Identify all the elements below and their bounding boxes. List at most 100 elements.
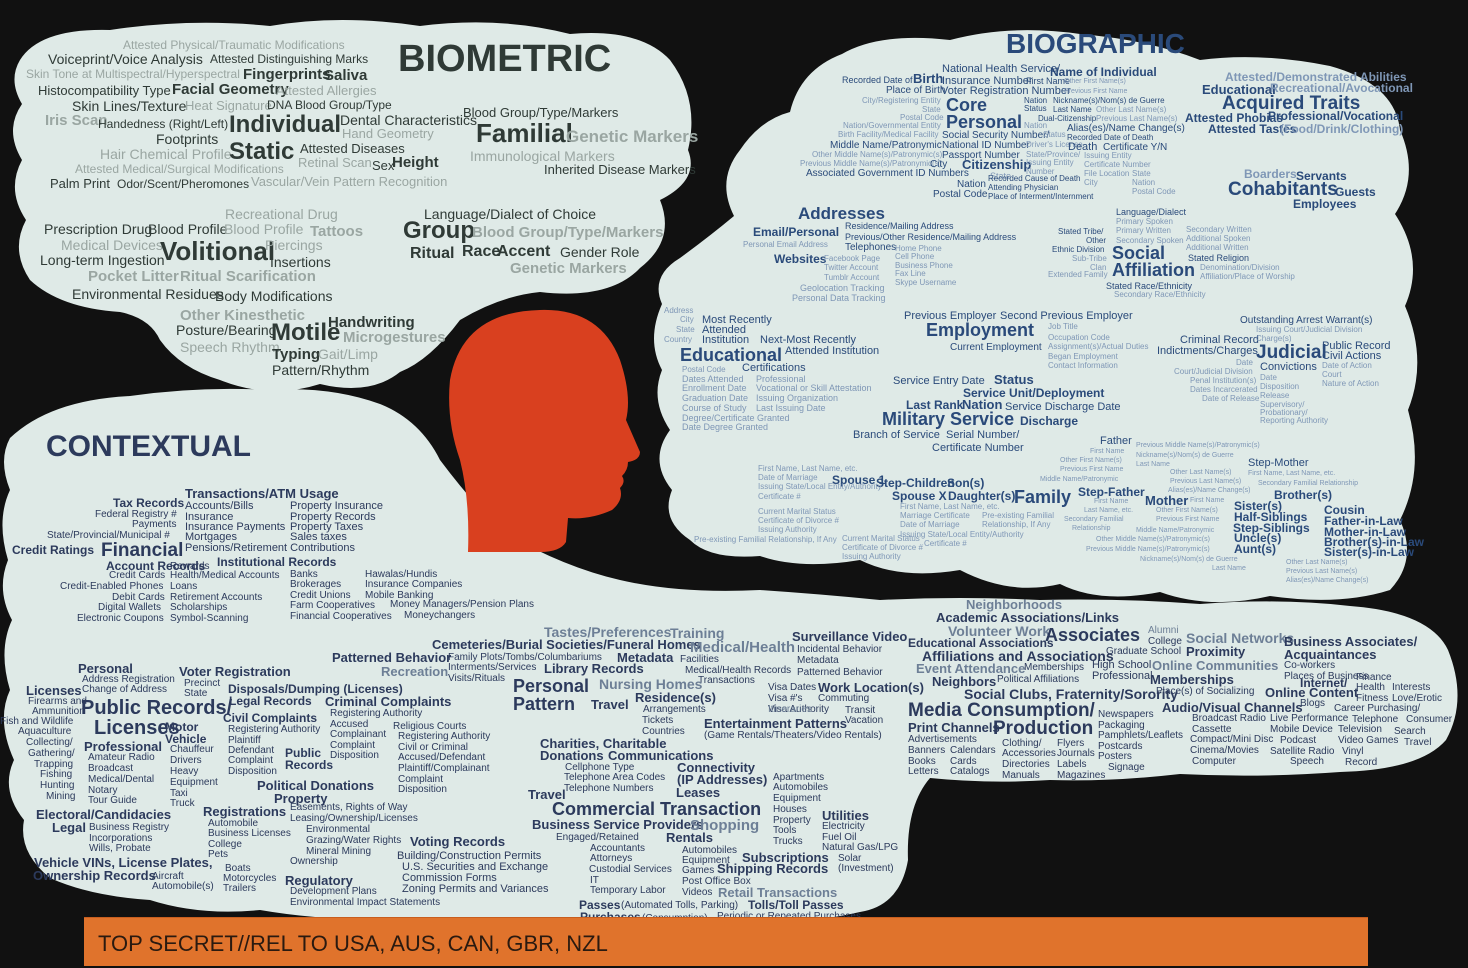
biometric-term: Attested Medical/Surgical Modifications (75, 162, 284, 176)
contextual-term: Complaint (330, 740, 376, 751)
biographic-term: Course of Study (682, 403, 747, 413)
biometric-term: Attested Distinguishing Marks (210, 52, 369, 66)
biometric-term: Genetic Markers (510, 260, 627, 277)
biographic-term: Spouse 1 (832, 473, 886, 487)
contextual-term: Acquaintances (1284, 647, 1377, 662)
contextual-term: Clothing/ (1002, 738, 1042, 749)
contextual-term: Broadcast (88, 763, 134, 774)
contextual-term: Business Registry (89, 822, 170, 833)
contextual-term: Property (274, 791, 328, 806)
contextual-term: Address Registration (82, 674, 175, 685)
contextual-term: Places of Business (1284, 671, 1369, 682)
contextual-term: Grazing/Water Rights (306, 835, 402, 846)
biographic-term: Language/Dialect (1116, 207, 1187, 217)
biographic-term: First Name (1190, 497, 1225, 504)
contextual-term: Letters (908, 766, 939, 777)
contextual-term: Registering Authority (228, 724, 321, 735)
contextual-term: Tastes/Preferences (544, 624, 672, 640)
biographic-term: First Name (1026, 76, 1071, 86)
contextual-term: Residence(s) (635, 690, 716, 705)
biographic-term: Last Rank (906, 398, 964, 412)
biographic-term: Nation (1024, 121, 1048, 130)
contextual-term: Interments/Services (448, 662, 537, 673)
contextual-term: Hunting (40, 780, 75, 791)
contextual-term: Automobiles (682, 845, 738, 856)
contextual-term: Chauffeur (170, 744, 214, 755)
biographic-term: Vocational or Skill Attestation (756, 383, 872, 393)
contextual-term: Donations (540, 748, 604, 763)
contextual-term: Travel (591, 697, 629, 712)
biographic-term: Postal Code (900, 113, 944, 122)
biometric-term: Immunological Markers (470, 148, 615, 164)
biometric-term: Posture/Bearing (176, 322, 277, 338)
contextual-term: Apartments (773, 772, 825, 783)
biographic-term: Additional Written (1186, 243, 1249, 252)
contextual-term: Television (1338, 724, 1382, 735)
biographic-term: File Location (1084, 169, 1130, 178)
contextual-term: Disposition (398, 784, 447, 795)
biographic-term: Mother (1145, 493, 1189, 508)
biographic-term: Service Discharge Date (1005, 401, 1121, 413)
biographic-term: Last Name (1212, 565, 1246, 572)
contextual-term: Tour Guide (88, 795, 137, 806)
biographic-term: Acquired Traits (1222, 93, 1361, 114)
biographic-term: Certificate Y/N (1103, 142, 1168, 153)
biographic-term: Country (664, 335, 693, 344)
contextual-term: Banners (908, 745, 946, 756)
biographic-term: Websites (774, 252, 827, 266)
contextual-term: Periodic or Repeated Purchases (717, 912, 861, 922)
contextual-term: Accountants (590, 843, 646, 854)
contextual-term: Civil Complaints (223, 711, 318, 725)
biographic-term: City (930, 159, 948, 170)
contextual-term: Hawalas/Hundis (365, 569, 438, 580)
contextual-term: Tools (773, 825, 797, 836)
biographic-term: Stated Race/Ethnicity (1106, 281, 1193, 291)
biographic-term: Primary Written (1116, 226, 1171, 235)
contextual-term: Symbol-Scanning (170, 613, 249, 624)
contextual-term: Videos (682, 887, 713, 898)
biometric-term: Hair Chemical Profile (100, 146, 232, 162)
contextual-term: Voter Registration (179, 664, 291, 679)
contextual-term: Finance (1356, 672, 1392, 683)
biometric-term: Palm Print (50, 176, 110, 191)
biographic-term: Home Phone (895, 244, 942, 253)
contextual-term: Banks (290, 569, 318, 580)
contextual-term: Property Insurance (290, 500, 383, 512)
biometric-term: Motile (271, 319, 341, 346)
biographic-term: Attested/Demonstrated Abilities (1225, 70, 1407, 84)
contextual-term: Consumer (1406, 714, 1453, 725)
biographic-term: Birth (913, 71, 944, 86)
contextual-term: Gathering/ (28, 748, 75, 759)
biometric-term: Typing (272, 346, 321, 363)
biometric-term: Histocompatibility Type (38, 83, 171, 98)
biographic-term: Current Employment (950, 342, 1042, 353)
biographic-term: Step-Siblings (1233, 521, 1310, 535)
biometric-term: Other Kinesthetic (180, 307, 306, 324)
biographic-term: First Name (1090, 448, 1125, 455)
biometric-term: Individual (229, 111, 342, 138)
biographic-term: Nickname(s)/Nom(s) de Guerre (1053, 96, 1165, 105)
biographic-term: Attested Phobias (1185, 111, 1284, 125)
biographic-term: Recreational/Avocational (1270, 81, 1413, 95)
biographic-term: Son(s) (947, 476, 985, 490)
biographic-term: Skype Username (895, 278, 957, 287)
biographic-term: Step-Father (1078, 485, 1145, 499)
contextual-term: Rentals (666, 830, 713, 845)
biographic-term: Sister(s)-in-Law (1324, 545, 1415, 559)
contextual-term: College (208, 839, 242, 850)
biometric-term: Blood Profile (148, 221, 228, 237)
biographic-term: Alias(es)/Name Change(s) (1286, 577, 1369, 584)
biographic-term: Recorded Date of Death (1067, 133, 1154, 142)
contextual-term: High School (1092, 659, 1152, 671)
contextual-term: Nursing Homes (599, 676, 703, 692)
contextual-term: Building/Construction Permits (397, 850, 542, 862)
contextual-cloud (2, 388, 1458, 924)
contextual-term: Leases (676, 785, 721, 800)
contextual-term: Speech (1290, 756, 1324, 767)
biometric-term: Pattern/Rhythm (272, 362, 370, 378)
biographic-term: Occupation Code (1048, 333, 1110, 342)
contextual-term: Internet/ (1300, 676, 1348, 690)
biographic-term: Issuing Entity (1084, 151, 1132, 160)
biographic-term: Status (1024, 104, 1047, 113)
biographic-term: Place of Interment/Internment (988, 192, 1094, 201)
